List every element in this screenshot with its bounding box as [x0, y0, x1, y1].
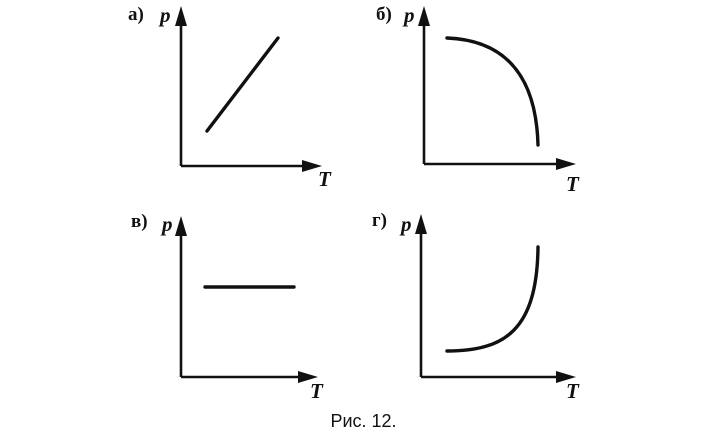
- panel-d-letter: г): [372, 210, 387, 231]
- panel-d-p-axis-arrow: [415, 214, 427, 234]
- panel-c-t-label: T: [310, 379, 324, 403]
- panel-d-t-axis-arrow: [556, 371, 576, 383]
- panel-d: г) p T: [372, 210, 580, 403]
- panel-b-p-label: p: [402, 3, 415, 27]
- panel-b-t-axis-arrow: [556, 158, 576, 170]
- panel-c-p-axis-arrow: [175, 216, 187, 236]
- panel-a-curve: [205, 36, 280, 133]
- figure-caption: Рис. 12.: [330, 411, 397, 431]
- panel-b-p-axis-arrow: [418, 6, 430, 26]
- panel-b-t-label: T: [566, 172, 580, 196]
- panel-b-curve: [445, 36, 540, 147]
- panel-a-p-axis-arrow: [175, 6, 187, 26]
- panel-a-t-axis-arrow: [302, 160, 322, 172]
- panel-d-p-label: p: [399, 212, 412, 236]
- panel-c-letter: в): [131, 211, 148, 232]
- panel-a-t-label: T: [318, 167, 332, 191]
- panel-c-t-axis-arrow: [298, 371, 318, 383]
- panel-b-letter: б): [376, 4, 392, 25]
- panel-c-p-label: p: [160, 212, 173, 236]
- panel-c: в) p T: [131, 211, 324, 403]
- panel-a-letter: а): [128, 4, 144, 25]
- panel-d-t-label: T: [566, 379, 580, 403]
- panel-a: а) p T: [128, 3, 332, 191]
- panel-d-curve: [445, 245, 540, 353]
- panel-a-p-label: p: [158, 3, 171, 27]
- panel-b: б) p T: [376, 3, 580, 196]
